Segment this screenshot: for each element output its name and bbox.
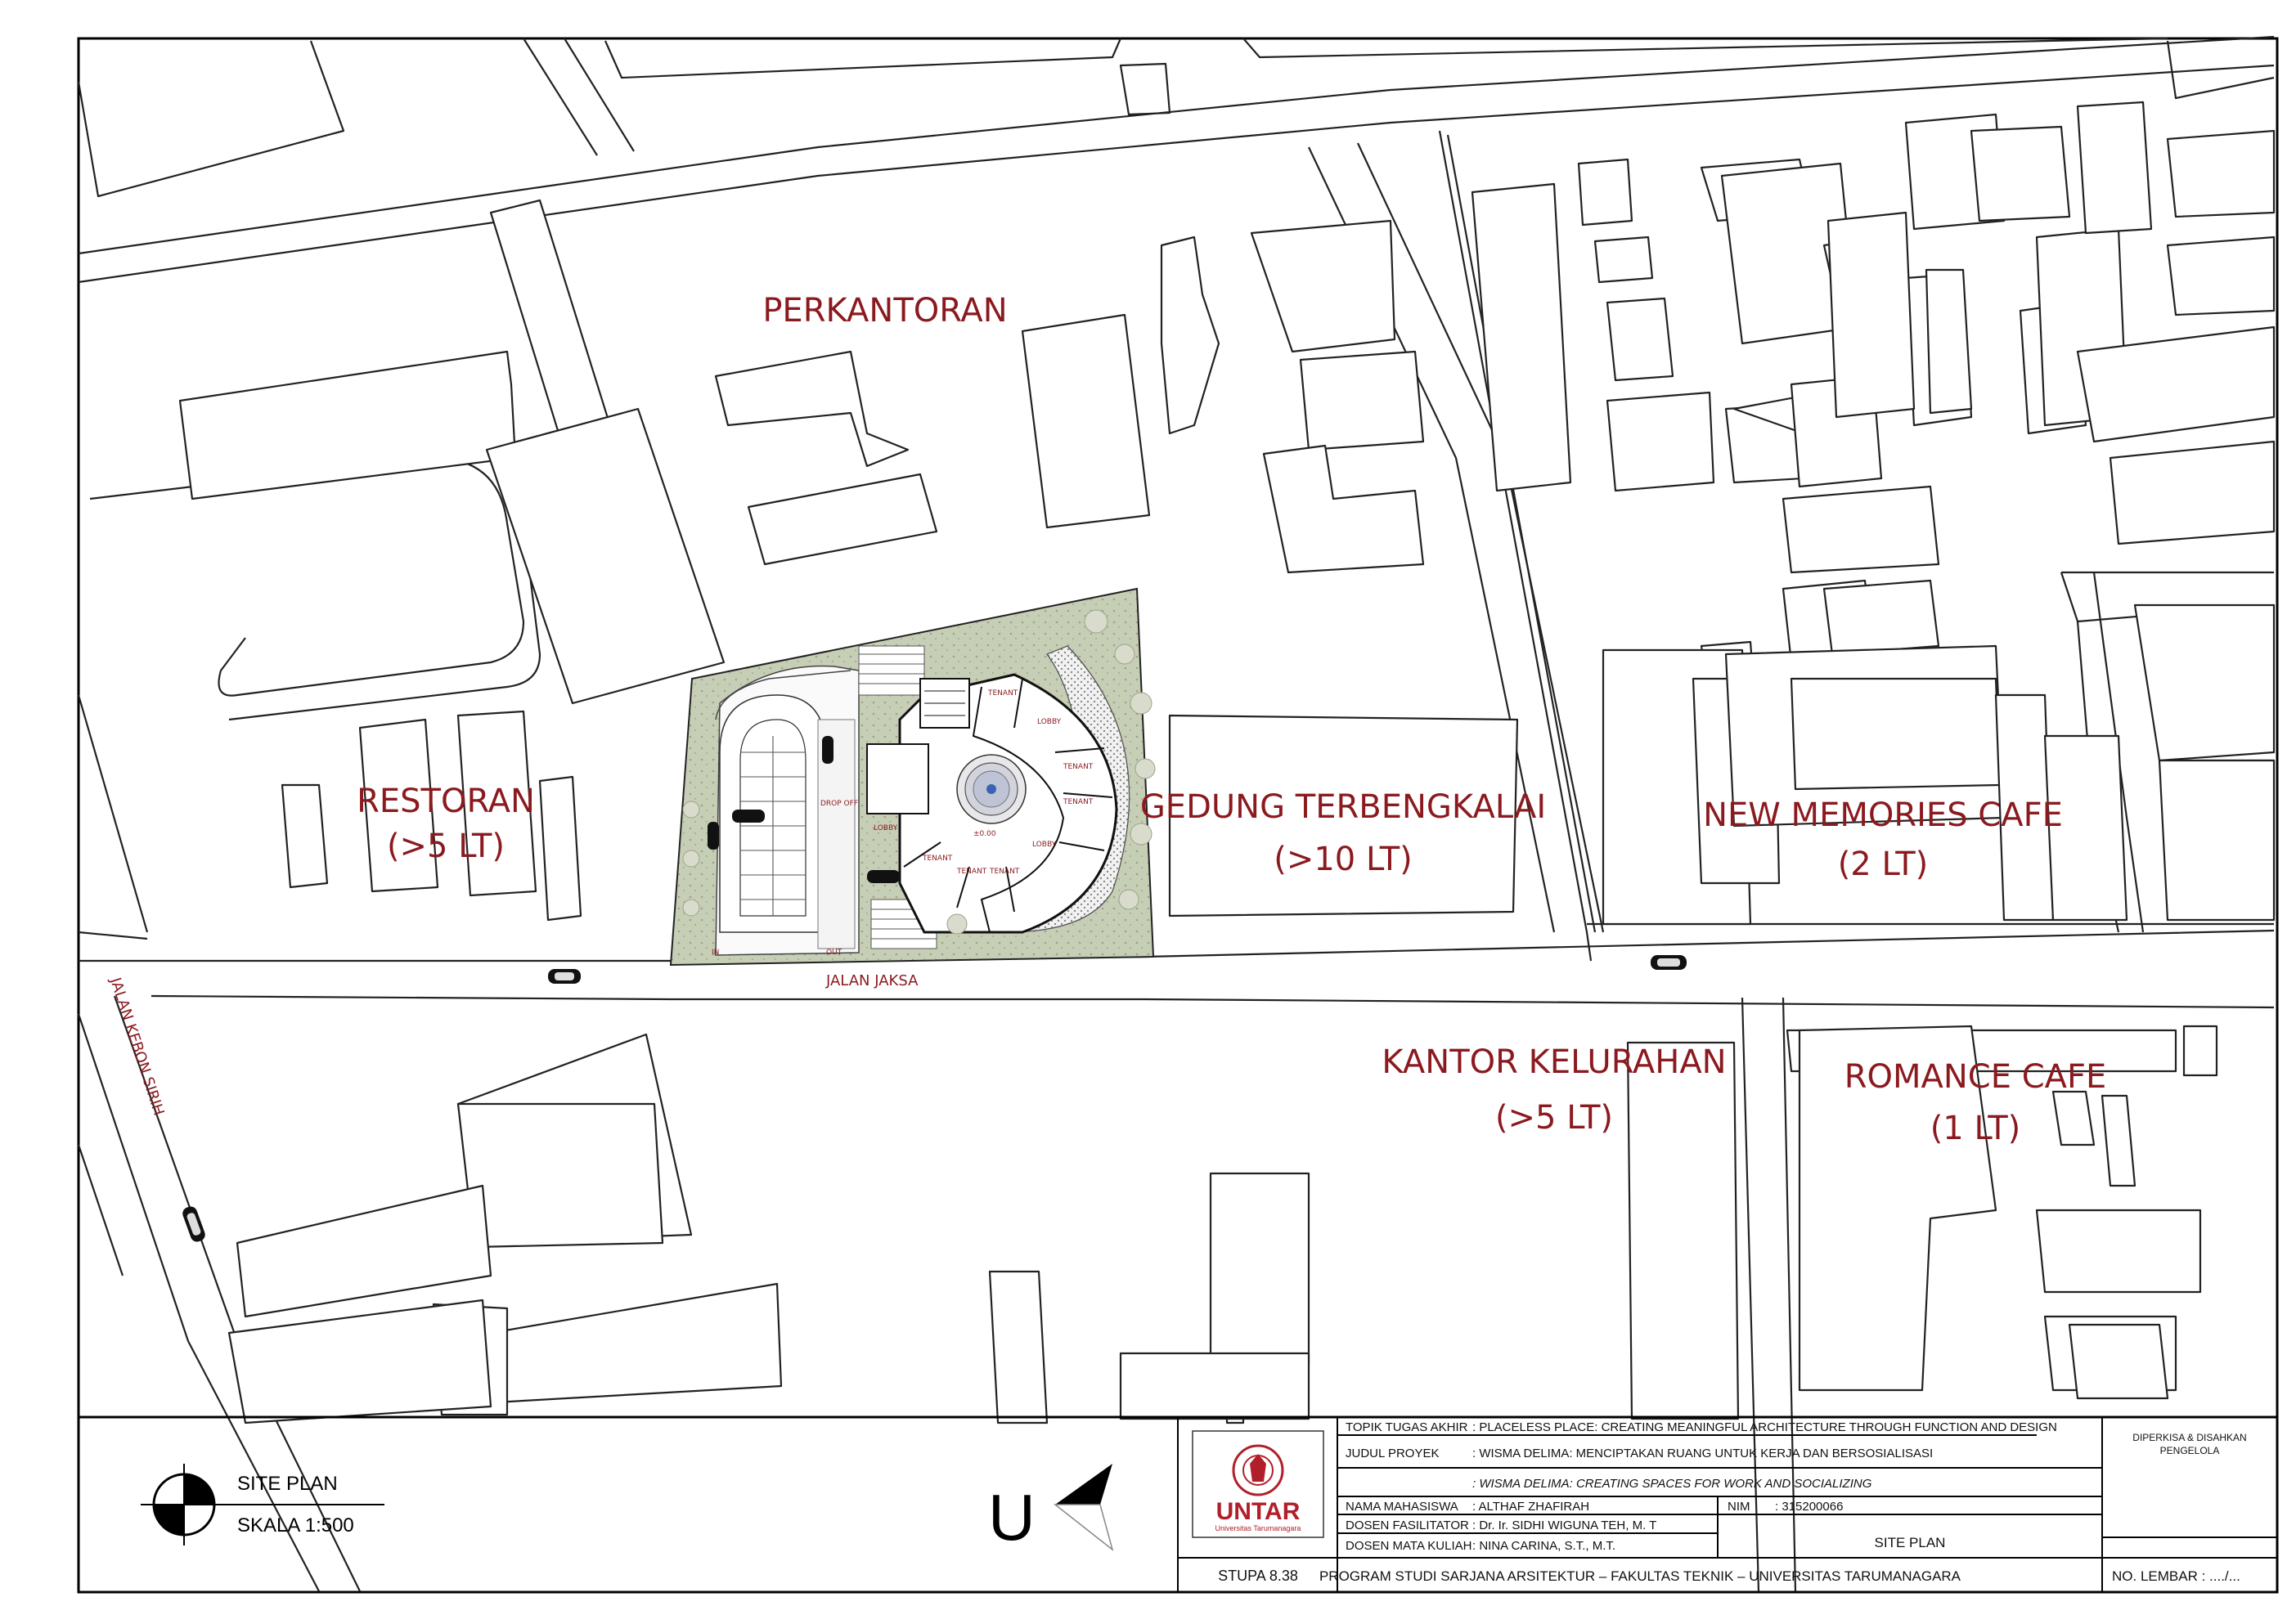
topik-label: TOPIK TUGAS AKHIR xyxy=(1346,1420,1468,1434)
dosen-mata-kuliah-label: DOSEN MATA KULIAH xyxy=(1346,1539,1472,1553)
map-buildings xyxy=(178,101,2276,1424)
title-block: SITE PLAN SKALA 1:500 U xyxy=(79,1415,2277,1592)
project-site: DROP OFF LOBBY LOBBY LOBBY TENANT TENANT… xyxy=(669,587,1156,967)
label-restoran-lt: (>5 LT) xyxy=(387,828,505,865)
label-new-memories-cafe: NEW MEMORIES CAFE xyxy=(1703,796,2063,834)
untar-logo: UNTAR Universitas Tarumanagara xyxy=(1192,1430,1324,1538)
pengelola-label: PENGELOLA xyxy=(2160,1445,2220,1456)
site-label-drop-off: DROP OFF xyxy=(820,800,858,808)
judul-label: JUDUL PROYEK xyxy=(1346,1447,1439,1460)
site-label-tenant: TENANT xyxy=(987,689,1018,698)
diperiksa-label: DIPERKISA & DISAHKAN xyxy=(2132,1432,2246,1443)
legend-title: SITE PLAN xyxy=(237,1473,338,1495)
site-label-out: OUT xyxy=(826,949,842,957)
site-label-level: ±0.00 xyxy=(973,830,996,838)
topik-value: : PLACELESS PLACE: CREATING MEANINGFUL A… xyxy=(1472,1420,2057,1434)
site-label-tenant: TENANT xyxy=(989,868,1020,876)
label-kantor-lt: (>5 LT) xyxy=(1495,1099,1613,1137)
program-studi: PROGRAM STUDI SARJANA ARSITEKTUR – FAKUL… xyxy=(1319,1568,1961,1584)
site-label-tenant: TENANT xyxy=(1063,763,1094,771)
site-label-tenant: TENANT xyxy=(922,855,953,863)
site-label-tenant: TENANT xyxy=(956,868,987,876)
label-romance-lt: (1 LT) xyxy=(1930,1110,2021,1147)
stupa-code: STUPA 8.38 xyxy=(1218,1568,1298,1584)
site-label-in: IN xyxy=(712,949,719,957)
legend-scale: SKALA 1:500 xyxy=(237,1514,354,1537)
label-gedung-lt: (>10 LT) xyxy=(1274,841,1413,878)
judul-english: : WISMA DELIMA: CREATING SPACES FOR WORK… xyxy=(1472,1477,1872,1491)
site-label-tenant: TENANT xyxy=(1063,798,1094,806)
label-restoran: RESTORAN xyxy=(357,783,535,820)
label-romance-cafe: ROMANCE CAFE xyxy=(1844,1058,2107,1096)
cars xyxy=(182,955,1687,1242)
map-linework xyxy=(77,35,2275,1592)
north-arrow-icon xyxy=(1053,1464,1114,1551)
logo-subtext: Universitas Tarumanagara xyxy=(1215,1524,1301,1532)
nim-value: : 315200066 xyxy=(1775,1500,1843,1514)
sheet-title: SITE PLAN xyxy=(1875,1535,1946,1550)
label-new-memories-lt: (2 LT) xyxy=(1838,846,1929,883)
site-label-lobby: LOBBY xyxy=(1032,841,1057,849)
north-letter: U xyxy=(988,1481,1036,1554)
label-gedung-terbengkalai: GEDUNG TERBENGKALAI xyxy=(1140,788,1546,826)
label-kantor-kelurahan: KANTOR KELURAHAN xyxy=(1382,1043,1726,1081)
dosen-fasilitator-label: DOSEN FASILITATOR xyxy=(1346,1519,1469,1532)
logo-text: UNTAR xyxy=(1216,1498,1301,1525)
site-label-lobby: LOBBY xyxy=(1037,718,1062,726)
nama-value: : ALTHAF ZHAFIRAH xyxy=(1472,1500,1589,1514)
nomor-lembar: NO. LEMBAR : ..../... xyxy=(2112,1568,2240,1584)
legend: SITE PLAN SKALA 1:500 xyxy=(141,1464,384,1545)
label-perkantoran: PERKANTORAN xyxy=(762,292,1007,330)
car-icon xyxy=(732,810,765,823)
road-label-jalan-jaksa: JALAN JAKSA xyxy=(825,972,919,989)
dosen-mata-kuliah-value: : NINA CARINA, S.T., M.T. xyxy=(1472,1539,1615,1553)
nama-label: NAMA MAHASISWA xyxy=(1346,1500,1458,1514)
site-label-lobby: LOBBY xyxy=(874,824,898,832)
nim-label: NIM xyxy=(1728,1500,1750,1514)
judul-value: : WISMA DELIMA: MENCIPTAKAN RUANG UNTUK … xyxy=(1472,1447,1933,1460)
dosen-fasilitator-value: : Dr. Ir. SIDHI WIGUNA TEH, M. T xyxy=(1472,1519,1656,1532)
